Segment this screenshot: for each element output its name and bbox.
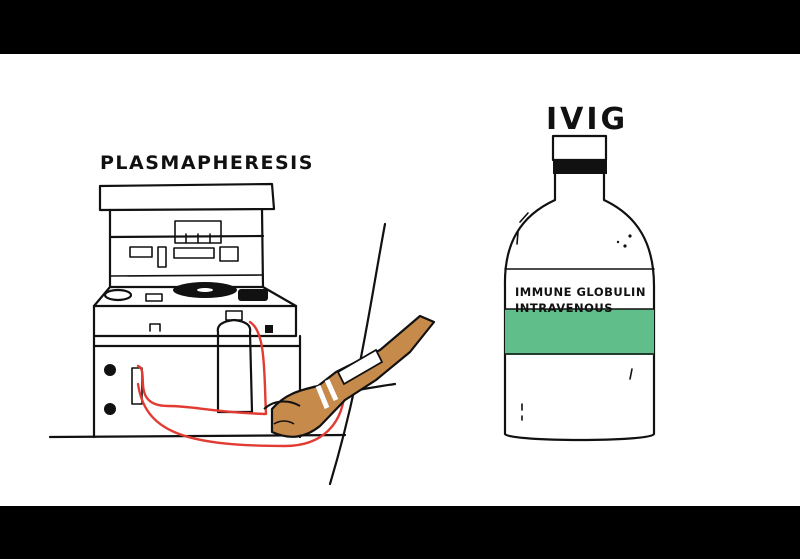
- whiteboard-illustration: PLASMAPHERESIS: [48, 102, 656, 486]
- bottle-label-line-2: INTRAVENOUS: [515, 301, 613, 315]
- patient-arm: [263, 222, 436, 486]
- plasmapheresis-machine: [92, 182, 302, 439]
- ivig-bottle: [503, 134, 656, 442]
- ivig-title: IVIG: [546, 102, 628, 137]
- bottle-label-line-1: IMMUNE GLOBULIN: [515, 285, 646, 299]
- blood-tubing: [136, 320, 347, 448]
- illustration-canvas: PLASMAPHERESIS: [0, 54, 800, 506]
- plasmapheresis-title: PLASMAPHERESIS: [100, 152, 314, 174]
